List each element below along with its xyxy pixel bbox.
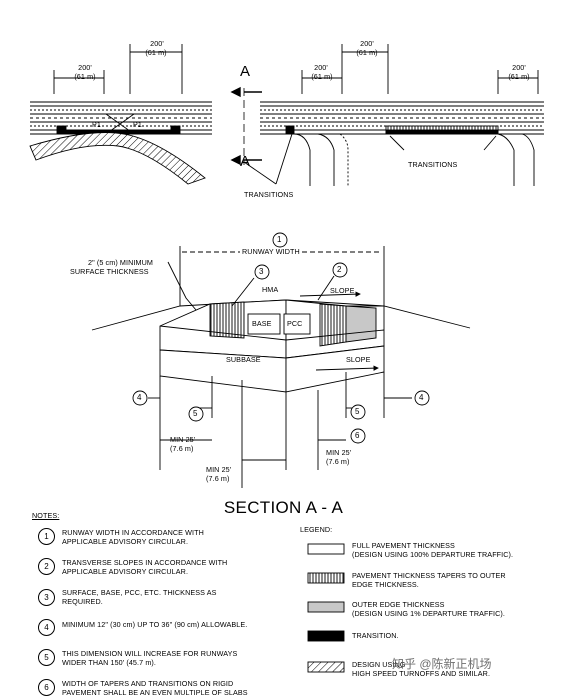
callout-number: 4 bbox=[137, 393, 142, 402]
note-text: PAVEMENT SHALL BE AN EVEN MULTIPLE OF SL… bbox=[62, 688, 248, 697]
note-text: WIDTH OF TAPERS AND TRANSITIONS ON RIGID bbox=[62, 679, 234, 688]
slope-label: SLOPE bbox=[330, 286, 355, 295]
note-text: APPLICABLE ADVISORY CIRCULAR. bbox=[62, 537, 189, 546]
callout-number: 5 bbox=[193, 409, 198, 418]
legend-text: (DESIGN USING 100% DEPARTURE TRAFFIC). bbox=[352, 550, 514, 559]
plan-left bbox=[29, 44, 212, 185]
legend-swatch-taper bbox=[307, 572, 345, 584]
note-number: 4 bbox=[38, 619, 55, 636]
legend-swatch-hatched bbox=[307, 661, 345, 673]
dim-label: (61 m) bbox=[311, 72, 333, 81]
min25-label: MIN 25' bbox=[170, 435, 196, 444]
min25-label: MIN 25' bbox=[326, 448, 352, 457]
note-text: TRANSVERSE SLOPES IN ACCORDANCE WITH bbox=[62, 558, 228, 567]
callout-number: 4 bbox=[419, 393, 424, 402]
note-number: 1 bbox=[38, 528, 55, 545]
callout-number: 2 bbox=[337, 265, 342, 274]
legend-text: TRANSITION. bbox=[352, 631, 399, 640]
plan-right bbox=[243, 44, 544, 186]
min25-label: (7.6 m) bbox=[170, 444, 194, 453]
note-text: REQUIRED. bbox=[62, 597, 103, 606]
legend-text: FULL PAVEMENT THICKNESS bbox=[352, 541, 455, 550]
note-text: THIS DIMENSION WILL INCREASE FOR RUNWAYS bbox=[62, 649, 238, 658]
legend-text: DESIGN USING bbox=[352, 660, 406, 669]
section-mark-bottom: A bbox=[240, 153, 251, 170]
pcc-label: PCC bbox=[287, 319, 303, 328]
p1-label: P1 bbox=[92, 120, 101, 129]
legend-text: (DESIGN USING 1% DEPARTURE TRAFFIC). bbox=[352, 609, 505, 618]
subbase-label: SUBBASE bbox=[226, 355, 261, 364]
note-text: WIDER THAN 150' (45.7 m). bbox=[62, 658, 157, 667]
dim-label: 200' bbox=[360, 39, 374, 48]
min25-label: MIN 25' bbox=[206, 465, 232, 474]
legend-text: OUTER EDGE THICKNESS bbox=[352, 600, 445, 609]
callout-number: 3 bbox=[259, 267, 264, 276]
dim-label: (61 m) bbox=[74, 72, 96, 81]
note-text: SURFACE, BASE, PCC, ETC. THICKNESS AS bbox=[62, 588, 217, 597]
section-mark-top: A bbox=[240, 63, 251, 80]
watermark: 知乎 @陈新正机场 bbox=[392, 657, 492, 671]
runway-width-label: RUNWAY WIDTH bbox=[240, 247, 302, 256]
legend-heading: LEGEND: bbox=[300, 525, 333, 534]
notes-heading: NOTES: bbox=[32, 511, 60, 520]
dim-label: 200' bbox=[150, 39, 164, 48]
transitions-label: TRANSITIONS bbox=[244, 190, 294, 199]
section-cut-marks bbox=[230, 86, 262, 166]
dim-label: 200' bbox=[314, 63, 328, 72]
note-text: RUNWAY WIDTH IN ACCORDANCE WITH bbox=[62, 528, 204, 537]
callout-number: 6 bbox=[355, 431, 360, 440]
p1-label: P1 bbox=[133, 120, 142, 129]
note-text: MINIMUM 12" (30 cm) UP TO 36" (90 cm) AL… bbox=[62, 620, 248, 629]
dim-label: (61 m) bbox=[356, 48, 378, 57]
hma-label: HMA bbox=[262, 285, 279, 294]
legend-swatch-full bbox=[307, 543, 345, 555]
note-number: 6 bbox=[38, 679, 55, 696]
base-label: BASE bbox=[252, 319, 272, 328]
section-diagram bbox=[91, 232, 471, 488]
section-title: SECTION A - A bbox=[223, 498, 344, 517]
dim-label: 200' bbox=[512, 63, 526, 72]
transitions-label: TRANSITIONS bbox=[408, 160, 458, 169]
legend-text: PAVEMENT THICKNESS TAPERS TO OUTER bbox=[352, 571, 506, 580]
min25-label: (7.6 m) bbox=[206, 474, 230, 483]
min-surface-label: SURFACE THICKNESS bbox=[70, 267, 149, 276]
note-number: 5 bbox=[38, 649, 55, 666]
dim-label: (61 m) bbox=[145, 48, 167, 57]
note-text: APPLICABLE ADVISORY CIRCULAR. bbox=[62, 567, 189, 576]
note-number: 2 bbox=[38, 558, 55, 575]
callout-number: 5 bbox=[355, 407, 360, 416]
min-surface-label: 2" (5 cm) MINIMUM bbox=[88, 258, 153, 267]
slope-label: SLOPE bbox=[346, 355, 371, 364]
min25-label: (7.6 m) bbox=[326, 457, 350, 466]
dim-label: (61 m) bbox=[508, 72, 530, 81]
legend-text: HIGH SPEED TURNOFFS AND SIMILAR. bbox=[352, 669, 491, 678]
legend-swatch-transition bbox=[307, 630, 345, 642]
legend-swatch-outer bbox=[307, 601, 345, 613]
dim-label: 200' bbox=[78, 63, 92, 72]
legend-text: EDGE THICKNESS. bbox=[352, 580, 419, 589]
callout-number: 1 bbox=[277, 235, 282, 244]
legend-swatches bbox=[307, 543, 345, 673]
note-number: 3 bbox=[38, 589, 55, 606]
